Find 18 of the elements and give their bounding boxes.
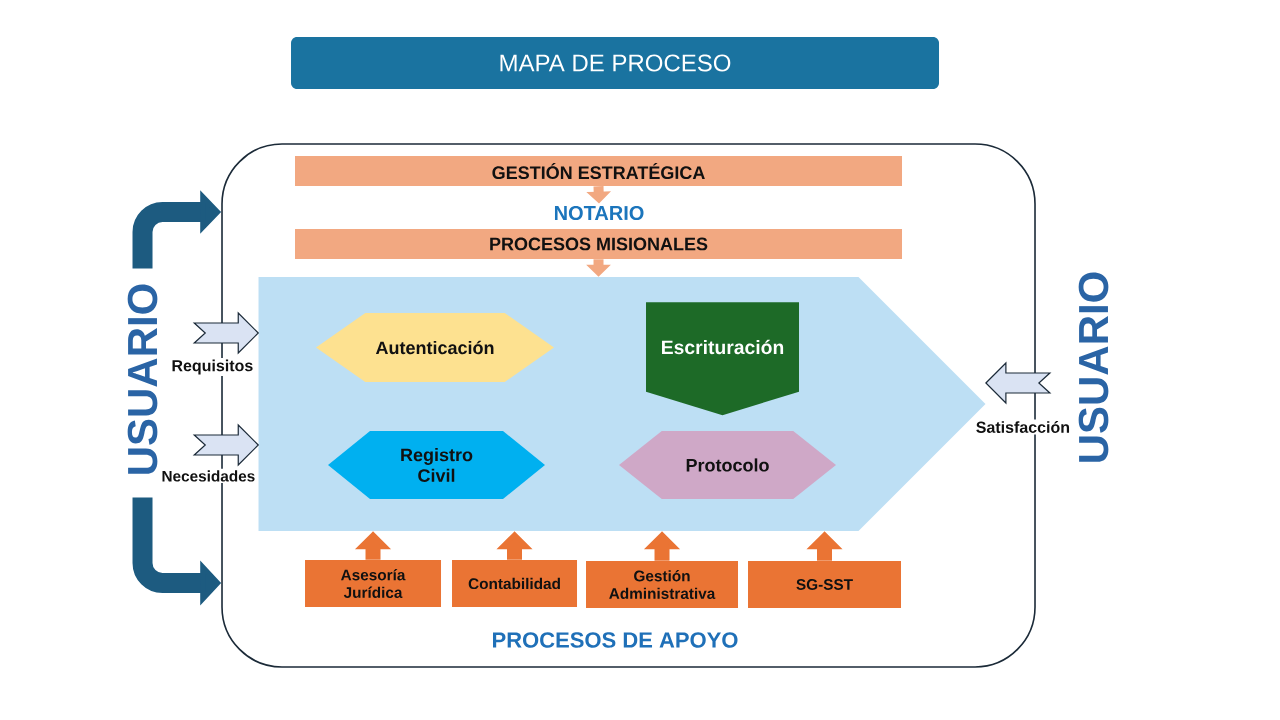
process-bar: PROCESOS MISIONALES xyxy=(295,229,902,259)
process-box: Contabilidad xyxy=(452,560,577,607)
section-label: PROCESOS DE APOYO xyxy=(493,632,738,648)
process-bar: GESTIÓN ESTRATÉGICA xyxy=(295,156,902,186)
role-label: NOTARIO xyxy=(555,205,644,221)
process-box: Asesoría Jurídica xyxy=(305,560,441,607)
vertical-label: USUARIO xyxy=(127,284,158,474)
hexagon-box: Protocolo xyxy=(619,431,836,499)
edge-label: Necesidades xyxy=(160,468,257,484)
title-banner: MAPA DE PROCESO xyxy=(291,37,939,89)
hexagon-box: Registro Civil xyxy=(328,431,545,499)
process-box: Gestión Administrativa xyxy=(586,561,738,608)
process-box: SG-SST xyxy=(748,561,901,608)
edge-label: Requisitos xyxy=(169,358,255,376)
hexagon-box: Autenticación xyxy=(316,313,554,382)
pentagon-box: Escrituración xyxy=(646,302,799,416)
vertical-label: USUARIO xyxy=(1078,272,1109,462)
edge-label: Satisfacción xyxy=(974,419,1072,435)
